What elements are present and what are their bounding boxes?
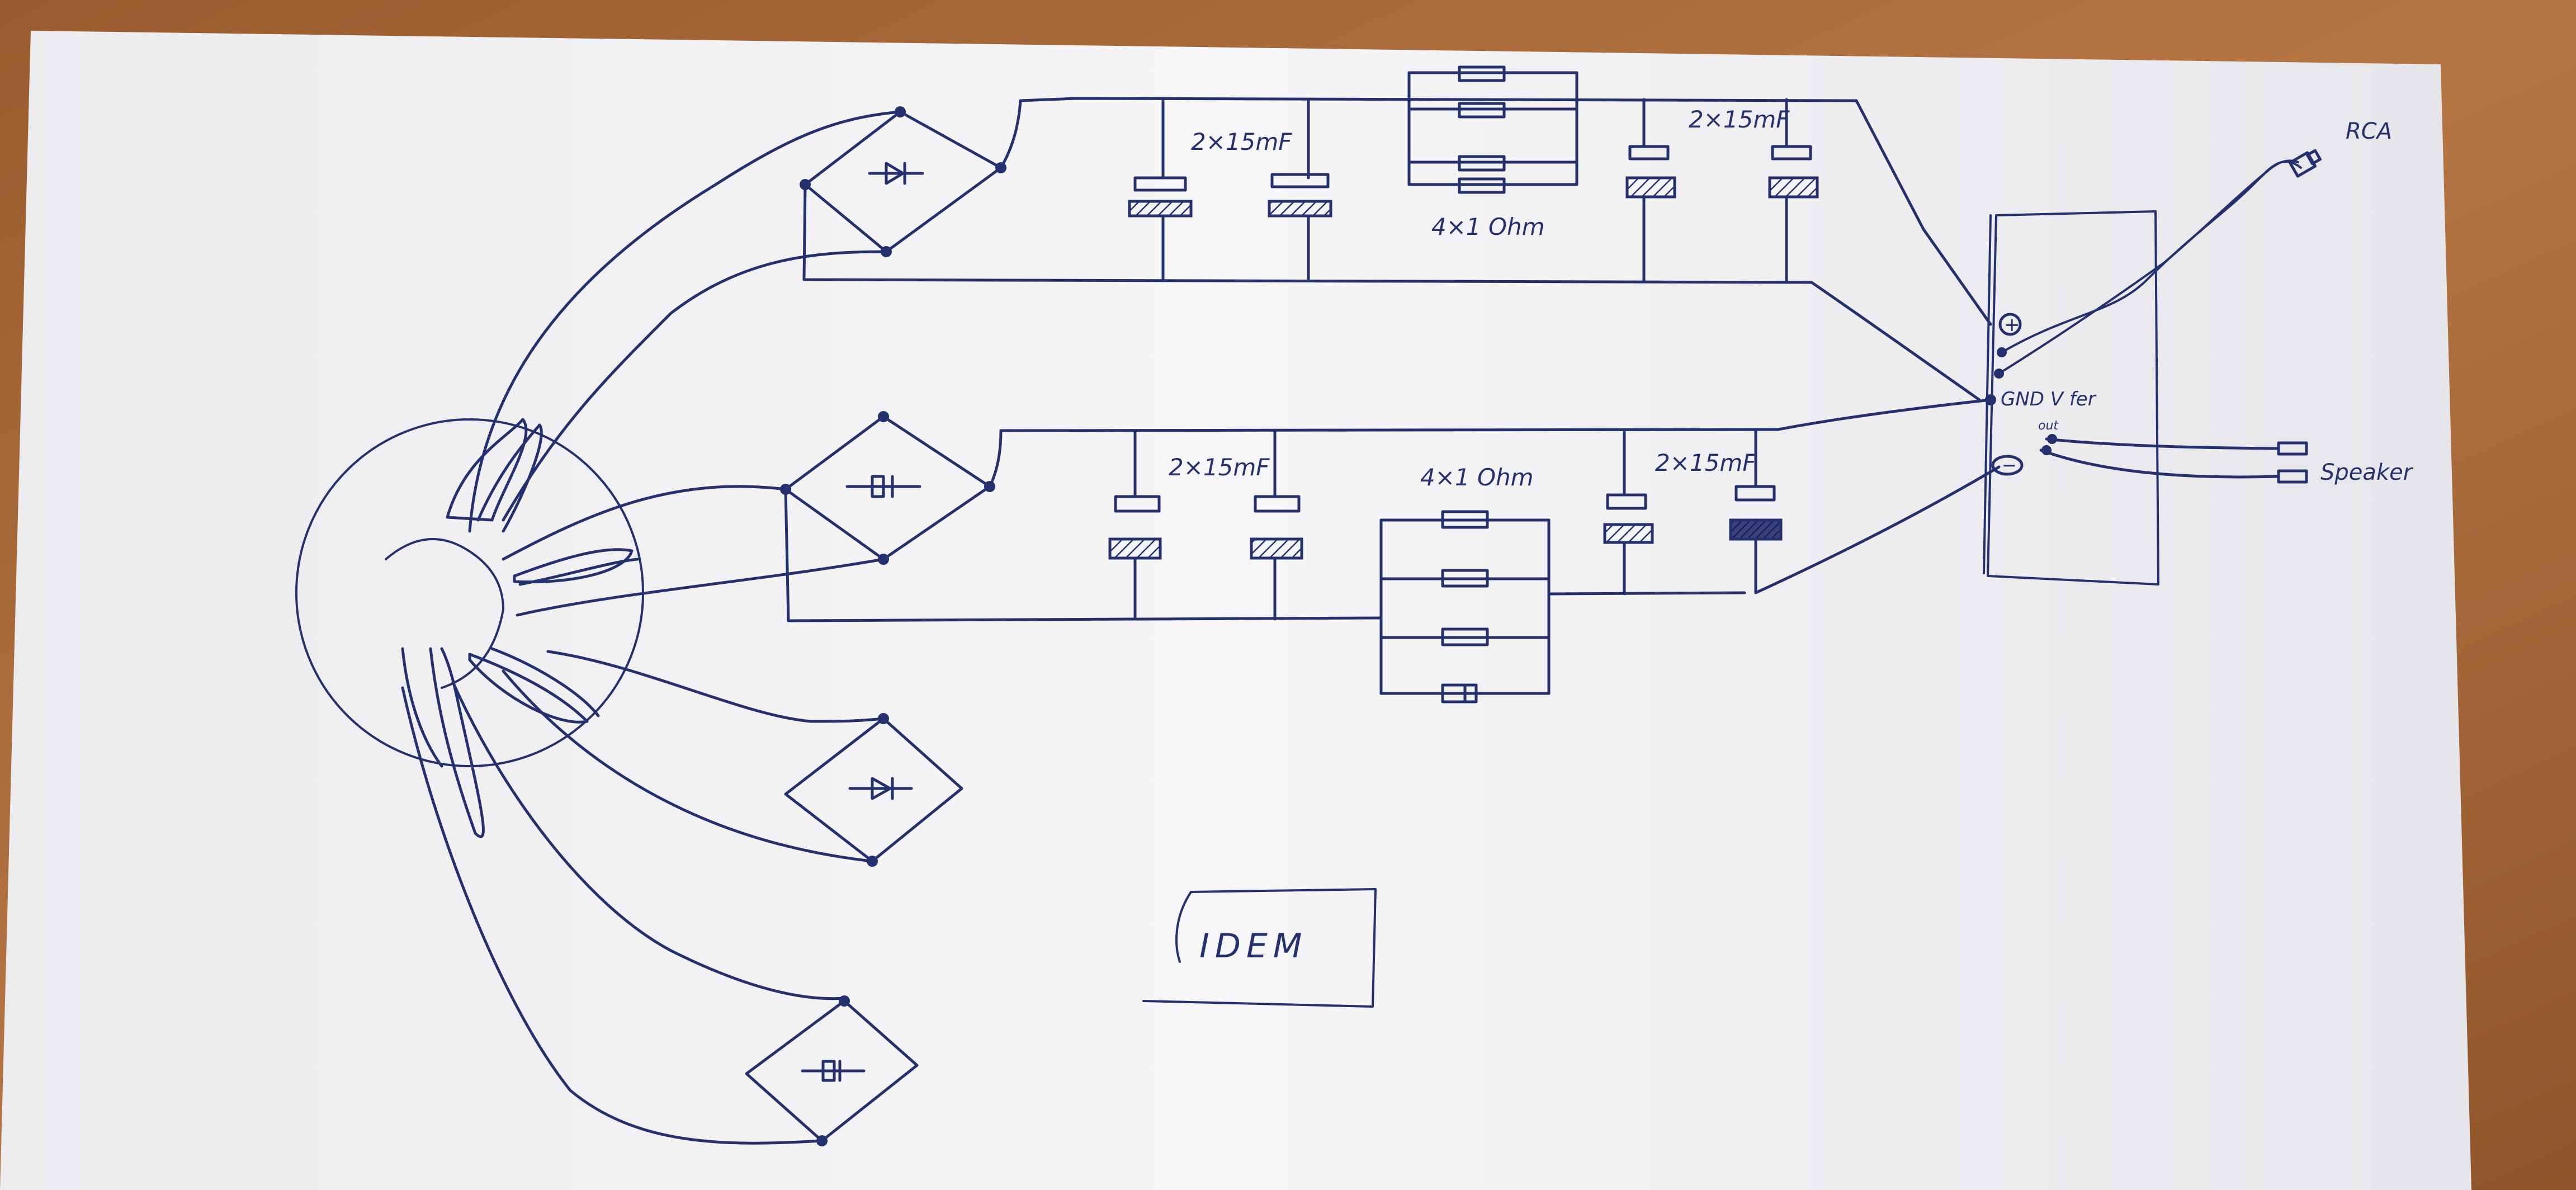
diode-icon-3 xyxy=(848,777,913,800)
capacitor-plate-hatched xyxy=(1128,200,1193,218)
capacitor-plate xyxy=(1628,145,1670,160)
cap-label-bottom-left: 2×15mF xyxy=(1169,454,1270,481)
out-label: out xyxy=(2038,419,2059,433)
bridge-rectifier-4 xyxy=(745,995,919,1146)
capacitor-plate xyxy=(1734,485,1776,502)
resistor-bank-top xyxy=(1407,65,1578,194)
capacitor-plate xyxy=(1606,493,1647,510)
rca-label: RCA xyxy=(2346,119,2392,144)
cap-label-top-right: 2×15mF xyxy=(1689,106,1790,133)
speaker-plug-icon xyxy=(2277,469,2308,484)
rca-plug-icon xyxy=(2288,149,2322,178)
capacitor-plate xyxy=(1771,145,1812,160)
capacitor-plate-hatched xyxy=(1768,176,1819,199)
cap-label-bottom-right: 2×15mF xyxy=(1655,449,1756,476)
gnd-vfer-label: GND V fer xyxy=(2001,388,2097,410)
paper-sheet xyxy=(0,31,2471,1190)
transformer-coil xyxy=(295,418,644,838)
diode-icon-2 xyxy=(845,475,921,498)
minus-terminal-icon xyxy=(1991,455,2024,476)
capacitor-plate-hatched xyxy=(1250,537,1303,560)
capacitor-plate-dark xyxy=(1729,518,1783,541)
capacitor-plate xyxy=(1254,495,1301,513)
capacitor-plate-hatched xyxy=(1268,200,1332,218)
minus-terminal-label: − xyxy=(2002,455,2017,476)
plus-terminal-icon xyxy=(1998,313,2022,336)
speaker-plug-icon xyxy=(2277,441,2308,456)
capacitor-plate-hatched xyxy=(1603,523,1654,544)
res-label-bottom: 4×1 Ohm xyxy=(1420,464,1534,491)
capacitor-plate-hatched xyxy=(1625,176,1676,199)
capacitor-plate-hatched xyxy=(1108,537,1162,560)
plus-terminal-label: + xyxy=(2004,314,2020,336)
res-label-top: 4×1 Ohm xyxy=(1431,213,1545,240)
diode-icon-4 xyxy=(801,1060,866,1082)
idem-note: IDEM xyxy=(1142,888,1377,1008)
diode-icon-1 xyxy=(868,162,924,185)
idem-label: IDEM xyxy=(1199,927,1308,966)
resistor-bank-bottom xyxy=(1379,510,1551,703)
speaker-label: Speaker xyxy=(2320,460,2414,485)
amplifier-module: + GND V fer − out RCA Speaker xyxy=(1983,119,2414,585)
top-channel: 2×15mF 4×1 Ohm 2×15mF xyxy=(800,65,1992,402)
capacitor-plate xyxy=(1133,176,1187,192)
capacitor-plate xyxy=(1114,495,1161,513)
cap-label-top-left: 2×15mF xyxy=(1191,128,1292,155)
bridge-rectifier-3 xyxy=(784,713,963,867)
capacitor-plate xyxy=(1270,173,1330,188)
